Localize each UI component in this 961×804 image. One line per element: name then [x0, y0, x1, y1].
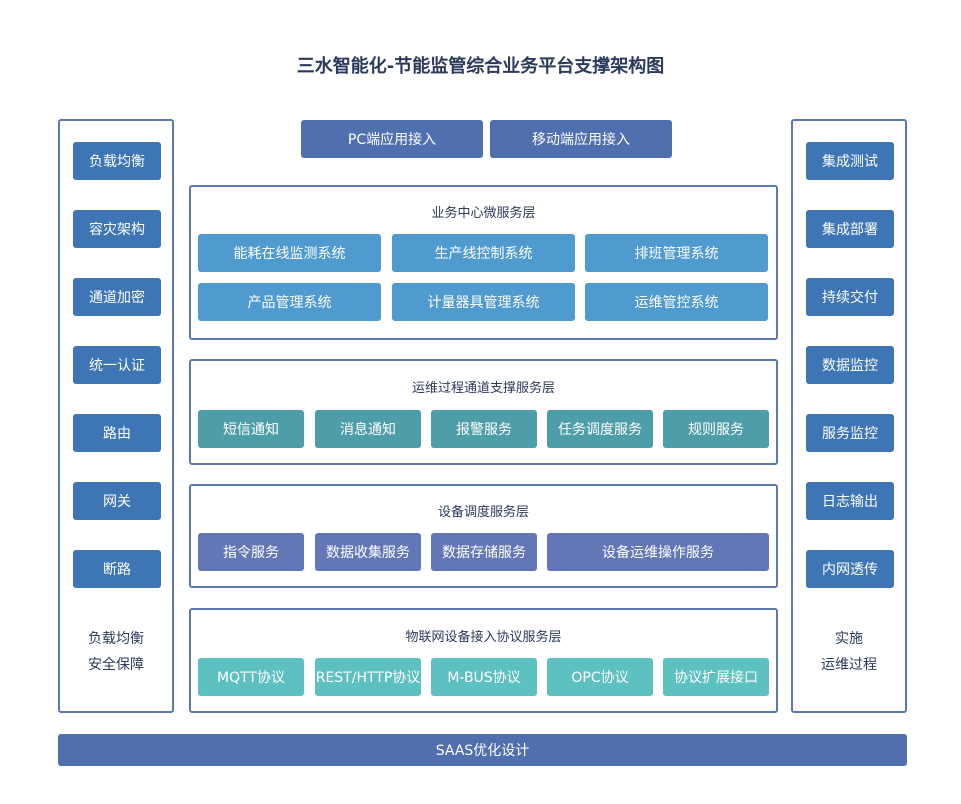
mobile-access-button: 移动端应用接入: [490, 120, 672, 158]
iot-item-mbus: M-BUS协议: [431, 658, 537, 696]
left-item-routing: 路由: [73, 414, 161, 452]
device-item-ops-operations: 设备运维操作服务: [547, 533, 769, 571]
business-layer: 业务中心微服务层 能耗在线监测系统 生产线控制系统 排班管理系统 产品管理系统 …: [189, 185, 778, 340]
left-panel: 负载均衡 容灾架构 通道加密 统一认证 路由 网关 断路 负载均衡 安全保障: [58, 119, 174, 713]
right-item-service-monitoring: 服务监控: [806, 414, 894, 452]
business-item-energy-monitoring: 能耗在线监测系统: [198, 234, 381, 272]
left-item-gateway: 网关: [73, 482, 161, 520]
right-item-integration-deploy: 集成部署: [806, 210, 894, 248]
iot-layer-title: 物联网设备接入协议服务层: [405, 630, 562, 645]
right-caption-line1: 实施: [835, 631, 863, 647]
ops-item-task-scheduling: 任务调度服务: [547, 410, 653, 448]
right-item-log-output: 日志输出: [806, 482, 894, 520]
right-item-continuous-delivery: 持续交付: [806, 278, 894, 316]
iot-item-mqtt: MQTT协议: [198, 658, 304, 696]
business-item-ops-control: 运维管控系统: [585, 283, 768, 321]
device-layer: 设备调度服务层 指令服务 数据收集服务 数据存储服务 设备运维操作服务: [189, 484, 778, 588]
right-item-integration-test: 集成测试: [806, 142, 894, 180]
ops-item-alarm: 报警服务: [431, 410, 537, 448]
iot-layer: 物联网设备接入协议服务层 MQTT协议 REST/HTTP协议 M-BUS协议 …: [189, 608, 778, 713]
left-caption: 负载均衡 安全保障: [60, 626, 172, 678]
left-item-circuit-breaker: 断路: [73, 550, 161, 588]
device-item-command: 指令服务: [198, 533, 304, 571]
business-item-production-control: 生产线控制系统: [392, 234, 575, 272]
right-caption: 实施 运维过程: [793, 626, 905, 678]
right-caption-line2: 运维过程: [821, 657, 877, 673]
left-item-unified-auth: 统一认证: [73, 346, 161, 384]
business-item-shift-management: 排班管理系统: [585, 234, 768, 272]
business-layer-title: 业务中心微服务层: [431, 206, 536, 221]
diagram-title: 三水智能化-节能监管综合业务平台支撑架构图: [296, 56, 665, 77]
business-item-measuring-instruments: 计量器具管理系统: [392, 283, 575, 321]
device-item-data-collection: 数据收集服务: [315, 533, 421, 571]
right-item-intranet-penetration: 内网透传: [806, 550, 894, 588]
iot-item-protocol-extension: 协议扩展接口: [663, 658, 769, 696]
ops-item-message: 消息通知: [315, 410, 421, 448]
left-item-disaster-recovery: 容灾架构: [73, 210, 161, 248]
device-layer-title: 设备调度服务层: [437, 505, 529, 520]
pc-access-button: PC端应用接入: [301, 120, 483, 158]
saas-bar: SAAS优化设计: [58, 734, 907, 766]
business-item-product-management: 产品管理系统: [198, 283, 381, 321]
left-caption-line2: 安全保障: [88, 657, 144, 673]
ops-item-rules: 规则服务: [663, 410, 769, 448]
left-item-channel-encryption: 通道加密: [73, 278, 161, 316]
device-item-data-storage: 数据存储服务: [431, 533, 537, 571]
iot-item-rest-http: REST/HTTP协议: [315, 658, 421, 696]
left-caption-line1: 负载均衡: [88, 631, 144, 647]
ops-layer-title: 运维过程通道支撑服务层: [411, 381, 555, 396]
left-item-load-balancing: 负载均衡: [73, 142, 161, 180]
right-panel: 集成测试 集成部署 持续交付 数据监控 服务监控 日志输出 内网透传 实施 运维…: [791, 119, 907, 713]
right-item-data-monitoring: 数据监控: [806, 346, 894, 384]
ops-item-sms: 短信通知: [198, 410, 304, 448]
ops-layer: 运维过程通道支撑服务层 短信通知 消息通知 报警服务 任务调度服务 规则服务: [189, 359, 778, 465]
iot-item-opc: OPC协议: [547, 658, 653, 696]
